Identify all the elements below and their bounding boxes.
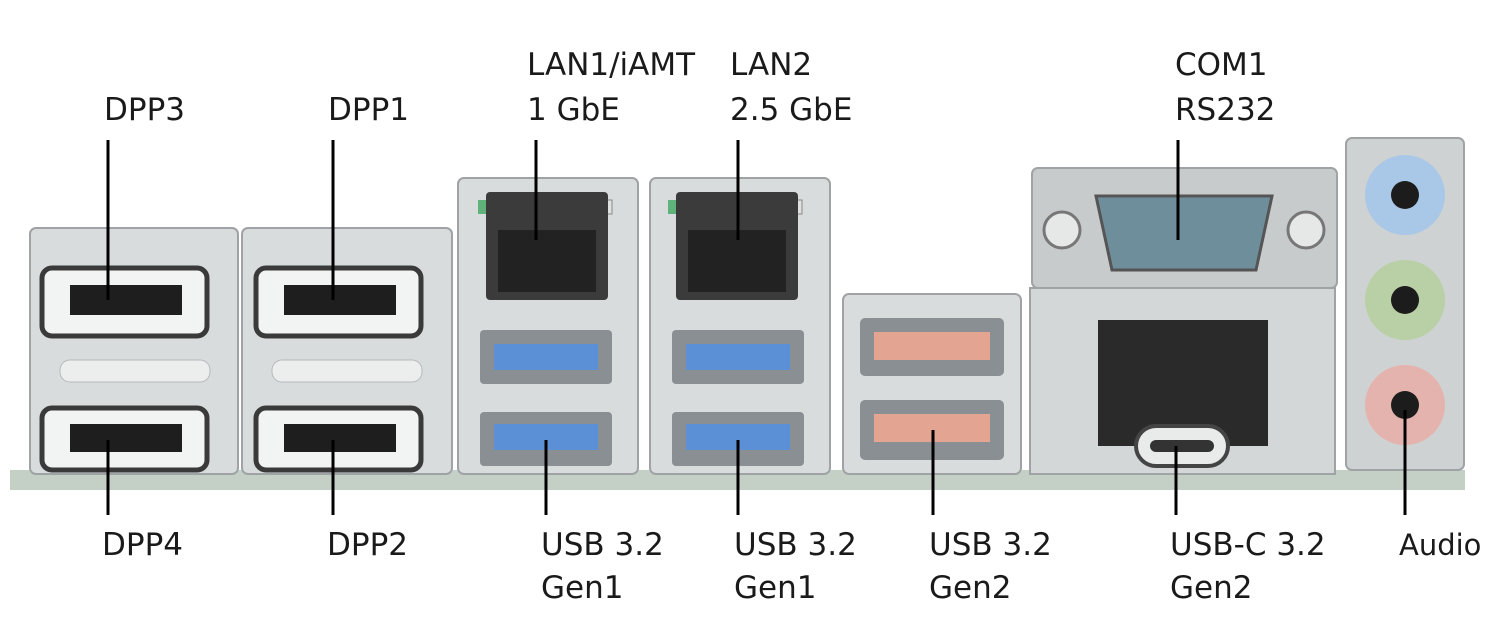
lan2-usb-stack (649, 177, 831, 475)
label-com1-line2: RS232 (1175, 92, 1275, 128)
label-usb-a-line2: Gen1 (541, 570, 623, 606)
label-dpp3: DPP3 (104, 92, 185, 128)
label-usb-b-line1: USB 3.2 (734, 527, 857, 563)
label-usb-a-line1: USB 3.2 (541, 527, 664, 563)
label-com1-line1: COM1 (1175, 47, 1268, 83)
label-dpp1: DPP1 (328, 92, 409, 128)
label-usb-c-line1: USB 3.2 (929, 527, 1052, 563)
com1-usbc-block (1029, 167, 1338, 475)
label-usb-c-line2: Gen2 (929, 570, 1011, 606)
label-usb-b-line2: Gen1 (734, 570, 816, 606)
label-audio: Audio (1399, 528, 1481, 562)
label-dpp2: DPP2 (327, 527, 408, 563)
lan1-usb-stack (457, 177, 639, 475)
label-lan1-line1: LAN1/iAMT (527, 47, 696, 83)
displayport-stack-left (29, 227, 239, 475)
label-lan2-line2: 2.5 GbE (730, 92, 852, 128)
label-usbc-line2: Gen2 (1170, 570, 1252, 606)
com1-port[interactable] (1094, 194, 1274, 272)
label-dpp4: DPP4 (102, 527, 183, 563)
label-usbc-line1: USB-C 3.2 (1170, 527, 1326, 563)
audio-block (1345, 137, 1465, 471)
label-lan2-line1: LAN2 (730, 47, 812, 83)
displayport-stack-right (241, 227, 453, 475)
label-lan1-line2: 1 GbE (527, 92, 620, 128)
